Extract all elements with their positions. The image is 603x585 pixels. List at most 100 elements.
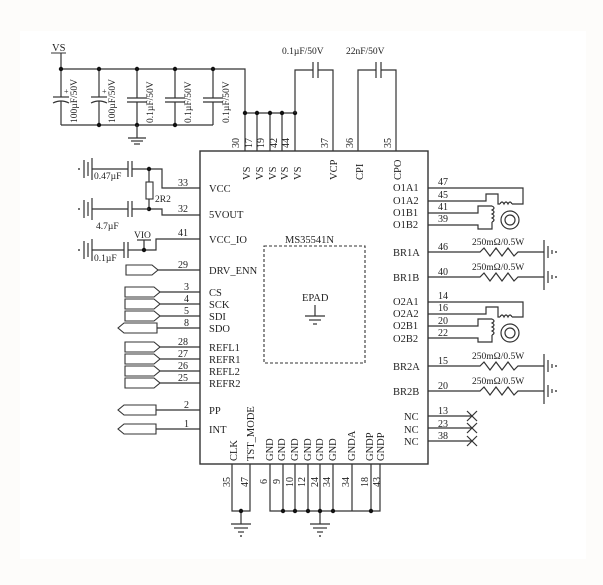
- svg-text:40: 40: [438, 267, 448, 278]
- svg-text:VS: VS: [293, 166, 304, 180]
- ground-icon: [543, 240, 557, 290]
- pp-int-ports: [117, 404, 157, 435]
- right-pin-numbers: 47 45 41 39 46 40 14 16 20 22 15 20 13 2…: [438, 177, 448, 442]
- svg-text:45: 45: [438, 190, 448, 201]
- sense-resistor-value: 250mΩ/0.5W: [472, 238, 524, 248]
- junction-dot: [146, 166, 152, 172]
- svg-text:44: 44: [281, 138, 292, 148]
- svg-text:VCC: VCC: [209, 184, 231, 195]
- junction-dot: [141, 247, 147, 253]
- svg-text:41: 41: [438, 202, 448, 213]
- junction-dot: [96, 122, 102, 128]
- no-connect-icon: [466, 410, 478, 447]
- svg-text:22: 22: [438, 328, 448, 339]
- svg-text:CLK: CLK: [229, 440, 240, 461]
- bottom-pin-wires: [231, 464, 381, 524]
- junction-dot: [330, 508, 336, 514]
- junction-dot: [96, 66, 102, 72]
- sense-resistor-br1b: [428, 272, 544, 282]
- svg-text:39: 39: [438, 214, 448, 225]
- junction-dot: [238, 508, 244, 514]
- vout-capacitor: [83, 198, 149, 220]
- vs-pin-wires: [244, 113, 296, 151]
- svg-text:VS: VS: [242, 166, 253, 180]
- svg-text:DRV_ENN: DRV_ENN: [209, 266, 258, 277]
- svg-text:34: 34: [341, 477, 352, 487]
- port-drv-enn: [125, 264, 159, 276]
- junction-dot: [368, 508, 374, 514]
- svg-text:GNDP: GNDP: [376, 432, 387, 461]
- sense-resistor-br1a: [428, 247, 544, 257]
- left-pin-wires: [144, 168, 200, 430]
- svg-text:25: 25: [178, 373, 188, 384]
- svg-text:GND: GND: [303, 438, 314, 461]
- vcc-capacitor: [83, 158, 149, 180]
- svg-text:4: 4: [184, 294, 189, 305]
- sense-resistor-value: 250mΩ/0.5W: [472, 263, 524, 273]
- epad-ground-icon: [305, 305, 325, 325]
- svg-text:28: 28: [178, 337, 188, 348]
- bottom-pin-numbers: 35 47 6 9 10 12 24 34 34 18 43: [222, 477, 383, 487]
- svg-text:29: 29: [178, 260, 188, 271]
- ground-icon: [231, 523, 251, 537]
- svg-text:REFL2: REFL2: [209, 367, 240, 378]
- sense-resistor-br2b: [428, 386, 544, 396]
- svg-text:O2B1: O2B1: [393, 321, 418, 332]
- top-pin-numbers: 30 17 19 42 44 37 36 35: [231, 138, 394, 148]
- decoupling-cap-3-value: 0.1µF/50V: [222, 81, 232, 123]
- sense-resistor-value: 250mΩ/0.5W: [472, 352, 524, 362]
- bulk-cap-1: +: [52, 69, 70, 125]
- vio-cap-value: 0.1µF: [94, 254, 117, 264]
- svg-text:24: 24: [310, 477, 321, 487]
- svg-text:O2A1: O2A1: [393, 297, 419, 308]
- svg-text:O2A2: O2A2: [393, 309, 419, 320]
- svg-text:14: 14: [438, 291, 448, 302]
- junction-dot: [254, 110, 260, 116]
- vs-rail: [61, 68, 246, 113]
- svg-text:10: 10: [285, 477, 296, 487]
- vcp-capacitor: [294, 62, 334, 151]
- svg-text:GND: GND: [315, 438, 326, 461]
- svg-text:2: 2: [184, 400, 189, 411]
- svg-text:VCP: VCP: [329, 159, 340, 180]
- svg-text:REFR1: REFR1: [209, 355, 241, 366]
- decoupling-cap-2-value: 0.1µF/50V: [184, 81, 194, 123]
- svg-text:30: 30: [231, 138, 242, 148]
- svg-text:+: +: [64, 87, 69, 96]
- svg-text:35: 35: [383, 138, 394, 148]
- svg-text:GNDA: GNDA: [347, 430, 358, 461]
- sense-resistor-value: 250mΩ/0.5W: [472, 377, 524, 387]
- svg-text:1: 1: [184, 419, 189, 430]
- svg-text:35: 35: [222, 477, 233, 487]
- svg-text:12: 12: [297, 477, 308, 487]
- svg-text:5VOUT: 5VOUT: [209, 210, 244, 221]
- svg-text:SCK: SCK: [209, 300, 230, 311]
- decoupling-cap-1-value: 0.1µF/50V: [146, 81, 156, 123]
- svg-text:GNDP: GNDP: [365, 432, 376, 461]
- junction-dot: [242, 110, 248, 116]
- svg-text:BR2A: BR2A: [393, 362, 420, 373]
- svg-text:33: 33: [178, 178, 188, 189]
- svg-text:34: 34: [322, 477, 333, 487]
- junction-dot: [210, 66, 216, 72]
- bottom-pin-names: CLK TST_MODE GND GND GND GND GND GND GND…: [229, 406, 387, 461]
- svg-text:42: 42: [269, 138, 280, 148]
- svg-text:6: 6: [259, 479, 270, 484]
- svg-text:17: 17: [244, 138, 255, 148]
- svg-text:47: 47: [240, 477, 251, 487]
- junction-dot: [305, 508, 311, 514]
- svg-text:9: 9: [272, 479, 283, 484]
- svg-text:NC: NC: [404, 412, 419, 423]
- svg-text:O2B2: O2B2: [393, 334, 418, 345]
- svg-text:46: 46: [438, 242, 448, 253]
- ground-icon: [78, 168, 80, 251]
- svg-text:26: 26: [178, 361, 188, 372]
- svg-text:8: 8: [184, 318, 189, 329]
- stepper-motor-1: [428, 187, 524, 230]
- junction-dot: [172, 66, 178, 72]
- svg-text:TST_MODE: TST_MODE: [246, 406, 257, 461]
- nc-pins: [428, 415, 472, 442]
- svg-text:BR1A: BR1A: [393, 248, 420, 259]
- svg-text:VS: VS: [255, 166, 266, 180]
